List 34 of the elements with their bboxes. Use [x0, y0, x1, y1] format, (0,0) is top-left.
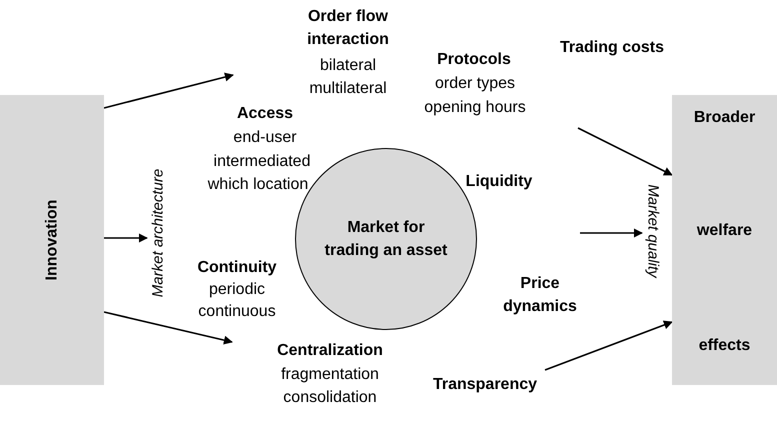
arrow: [104, 72, 234, 109]
factor-item: opening hours: [423, 98, 527, 118]
node-label: welfare: [696, 221, 754, 241]
factor-item: periodic: [208, 280, 266, 300]
factor-heading: Trading costs: [558, 38, 666, 58]
factor-item: multilateral: [308, 79, 388, 99]
vertical-label: Market quality: [642, 162, 664, 300]
factor-heading: Continuity: [196, 258, 278, 278]
factor-item: intermediated: [212, 152, 312, 172]
vertical-label: Market architecture: [147, 160, 169, 306]
arrow: [580, 228, 643, 238]
arrow: [104, 311, 233, 345]
factor-item: continuous: [197, 302, 277, 322]
node-label: Broader: [692, 108, 756, 128]
factor-heading: Centralization: [276, 341, 384, 361]
factor-item: bilateral: [318, 56, 378, 76]
factor-item: end-user: [232, 128, 298, 148]
factor-heading: Access: [236, 104, 294, 124]
arrow: [544, 320, 673, 371]
arrow: [104, 234, 148, 242]
factor-heading: Transparency: [432, 375, 538, 395]
node-label: Market for trading an asset: [324, 218, 448, 261]
node-label: effects: [698, 336, 752, 356]
side-panel: [0, 95, 104, 385]
arrow: [578, 127, 673, 176]
factor-item: which location: [206, 175, 310, 195]
factor-heading: Price dynamics: [502, 274, 578, 317]
factor-heading: Protocols: [436, 50, 512, 70]
factor-item: fragmentation: [280, 365, 380, 385]
side-panel: [672, 95, 777, 385]
node-label: Innovation: [42, 200, 62, 280]
factor-heading: Liquidity: [464, 172, 534, 192]
factor-item: consolidation: [282, 388, 378, 408]
factor-item: order types: [434, 74, 516, 94]
